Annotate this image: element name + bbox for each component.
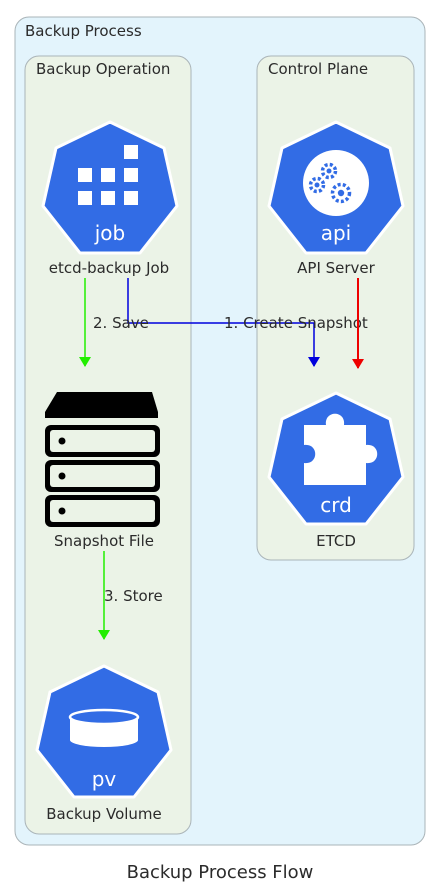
node-etcd-backup-job: job etcd-backup Job bbox=[41, 120, 179, 277]
disk-icon bbox=[68, 708, 140, 747]
kubernetes-pv-icon: pv bbox=[35, 664, 173, 799]
node-api-server: api API Server bbox=[267, 120, 405, 277]
kubernetes-crd-icon: crd bbox=[267, 391, 405, 526]
cluster-control-plane-label: Control Plane bbox=[268, 60, 368, 78]
job-icon-text: job bbox=[94, 221, 126, 245]
cluster-backup-operation-label: Backup Operation bbox=[36, 60, 170, 78]
pv-icon-text: pv bbox=[92, 767, 117, 791]
edge-save-label: 2. Save bbox=[93, 314, 149, 332]
edge-store: 3. Store bbox=[98, 551, 163, 640]
node-snapshot-file: Snapshot File bbox=[45, 392, 160, 550]
crd-icon-text: crd bbox=[320, 493, 352, 517]
node-backup-volume-label: Backup Volume bbox=[46, 805, 162, 823]
node-backup-volume: pv Backup Volume bbox=[35, 664, 173, 823]
node-api-server-label: API Server bbox=[297, 259, 376, 277]
edge-save: 2. Save bbox=[79, 278, 149, 367]
diagram-title: Backup Process Flow bbox=[127, 862, 314, 883]
storage-rack-icon bbox=[45, 392, 160, 527]
node-etcd: crd ETCD bbox=[267, 391, 405, 550]
kubernetes-job-icon: job bbox=[41, 120, 179, 255]
gear-icon bbox=[308, 162, 352, 204]
node-snapshot-file-label: Snapshot File bbox=[54, 532, 154, 550]
cluster-backup-process-label: Backup Process bbox=[25, 22, 142, 40]
puzzle-icon bbox=[304, 413, 378, 485]
edge-create-snapshot: 1. Create Snapshot bbox=[127, 278, 368, 367]
node-etcd-label: ETCD bbox=[316, 532, 356, 550]
kubernetes-api-icon: api bbox=[267, 120, 405, 255]
api-icon-text: api bbox=[321, 221, 352, 245]
node-etcd-backup-job-label: etcd-backup Job bbox=[49, 259, 169, 277]
edge-store-label: 3. Store bbox=[104, 587, 163, 605]
edge-create-snapshot-label: 1. Create Snapshot bbox=[224, 314, 368, 332]
